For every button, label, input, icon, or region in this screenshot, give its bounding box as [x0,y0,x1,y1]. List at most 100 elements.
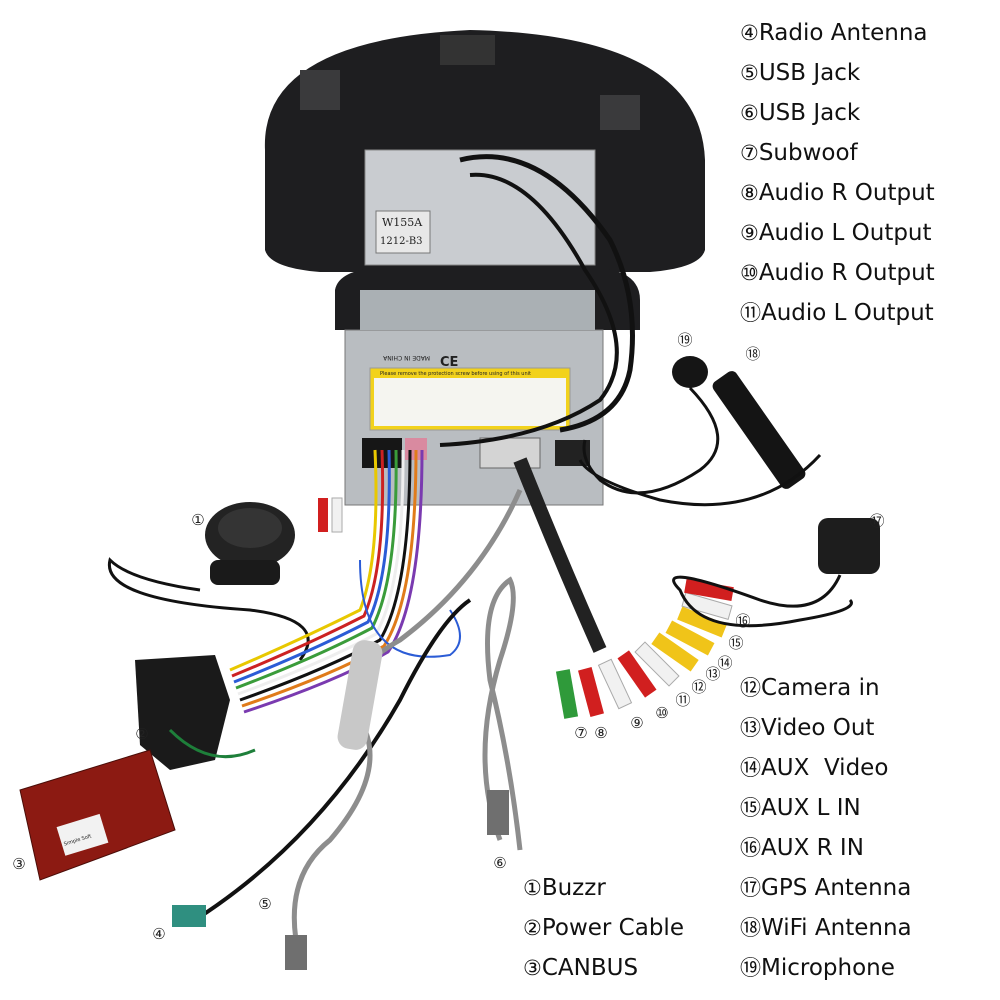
rca-plug-7 [555,669,579,719]
legend-label: CANBUS [541,955,639,981]
callout-5: ⑤ [258,895,272,913]
legend-item-17: ⑰GPS Antenna [740,868,912,908]
legend-item-9: ⑨Audio L Output [740,213,935,253]
legend-label: Microphone [761,955,895,981]
legend-item-1: ①Buzzr [523,868,684,908]
legend-label: Audio L Output [758,220,932,246]
legend-item-4: ④Radio Antenna [740,13,935,53]
legend-item-2: ②Power Cable [523,908,684,948]
buzzer-base [210,560,280,585]
legend-item-18: ⑱WiFi Antenna [740,908,912,948]
legend-item-7: ⑦Subwoof [740,133,935,173]
callout-15: ⑮ [728,634,744,652]
buzzer-cable [107,557,310,661]
legend-item-14: ⑭AUX Video [740,748,912,788]
legend-label: USB Jack [758,60,861,86]
callout-16: ⑯ [735,612,751,630]
rca-plug-16 [684,578,734,602]
legend-label: WiFi Antenna [761,915,912,941]
callout-9: ⑨ [630,714,644,732]
rca-plug-12 [651,632,699,672]
legend-num: ⑱ [740,916,761,940]
harness-red [231,449,385,678]
usb-plug-5 [285,935,307,970]
legend-label: AUX L IN [761,795,861,821]
callout-12: ⑫ [691,678,707,696]
legend-num: ⑮ [740,796,761,820]
harness-yellow [229,449,378,672]
rca-plug-9 [597,658,633,710]
ce-mark: CE [440,355,458,370]
radio-antenna-cable [193,598,472,922]
legend-item-6: ⑥USB Jack [740,93,935,133]
legend-num: ⑭ [740,756,761,780]
legend-num: ② [523,916,542,940]
bezel-clip-left [300,70,340,110]
legend-num: ⑨ [740,221,759,245]
callout-14: ⑭ [717,654,733,672]
warning-sticker-body [374,378,566,426]
top-cable-loop [459,154,635,433]
legend-item-19: ⑲Microphone [740,948,912,988]
legend-label: AUX R IN [761,835,864,861]
legend-label: Subwoof [758,140,858,166]
harness-blue [233,449,391,684]
harness-green [235,449,398,690]
rca-plug-top-red [318,498,328,532]
legend-item-13: ⑬Video Out [740,708,912,748]
callout-2: ② [135,725,149,743]
legend-item-16: ⑯AUX R IN [740,828,912,868]
callout-13: ⑬ [705,665,721,683]
legend-label: Radio Antenna [758,20,928,46]
harness-purple [243,449,424,714]
legend-label: Power Cable [541,915,684,941]
ferrite-core [337,640,383,750]
legend-num: ① [523,876,542,900]
callout-8: ⑧ [594,724,608,742]
legend-bottom-list: ①Buzzr ②Power Cable ③CANBUS [523,868,684,988]
model-label-box [375,210,431,254]
legend-label: Audio R Output [758,180,935,206]
code-label: 1212-B3 [380,236,423,247]
legend-num: ⑦ [740,141,759,165]
callout-1: ① [191,511,205,529]
callout-18: ⑱ [745,345,761,363]
legend-num: ⑫ [740,676,761,700]
legend-label: USB Jack [758,100,861,126]
callout-7: ⑦ [574,724,588,742]
harness-orange [241,449,418,708]
legend-num: ⑯ [740,836,761,860]
bezel-clip-right [600,95,640,130]
legend-item-11: ⑪Audio L Output [740,293,935,333]
legend-num: ⑤ [740,61,759,85]
bezel-clip-top [440,35,495,65]
legend-label: Audio R Output [758,260,935,286]
legend-label: GPS Antenna [761,875,912,901]
connector-block-center [479,437,541,469]
gps-cable [672,574,853,628]
legend-item-10: ⑩Audio R Output [740,253,935,293]
legend-num: ⑬ [740,716,761,740]
legend-item-15: ⑮AUX L IN [740,788,912,828]
legend-num: ⑪ [740,301,761,325]
legend-label: Video Out [761,715,875,741]
made-in-label: MADE IN CHINA [382,354,430,361]
legend-num: ⑥ [740,101,759,125]
legend-num: ④ [740,21,759,45]
legend-label: AUX Video [761,755,889,781]
callout-3: ③ [12,855,26,873]
legend-num: ⑧ [740,181,759,205]
gps-antenna [818,518,880,574]
legend-num: ⑩ [740,261,759,285]
rca-plug-10 [617,650,657,698]
legend-top-list: ④Radio Antenna ⑤USB Jack ⑥USB Jack ⑦Subw… [740,13,935,333]
legend-item-3: ③CANBUS [523,948,684,988]
rca-plug-top-white [331,497,343,533]
legend-num: ③ [523,956,542,980]
chassis-top-plate [360,290,595,330]
green-loop [168,728,256,759]
callout-10: ⑩ [655,704,669,722]
legend-label: Buzzr [541,875,606,901]
